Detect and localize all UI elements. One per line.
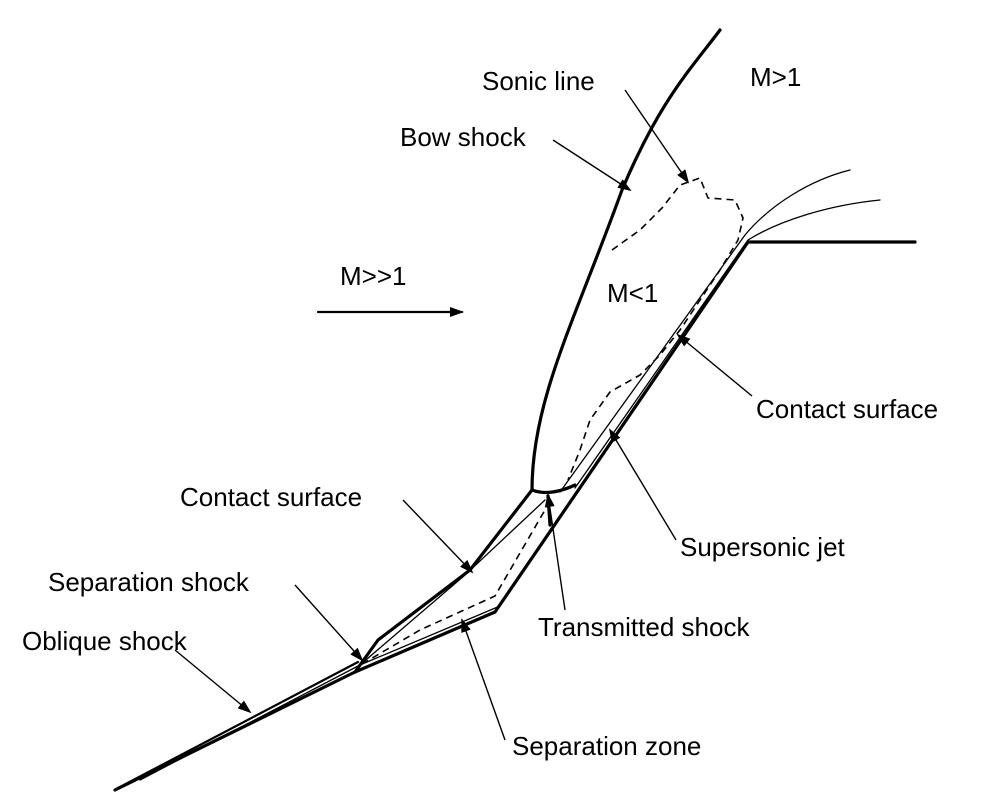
leader-contact-surface-right [676, 333, 753, 397]
supersonic-jet-line-2 [574, 199, 881, 489]
oblique-shock-line [116, 660, 360, 790]
label-transmitted-shock: Transmitted shock [538, 612, 750, 642]
leader-bow-shock [552, 139, 632, 192]
leader-separation-shock [294, 584, 364, 662]
leader-contact-surface-left [402, 499, 474, 574]
contact-surface-left-line [359, 499, 546, 666]
label-mach-upper: M>1 [750, 62, 801, 92]
transmitted-shock-line [530, 483, 577, 495]
wall-surface-outer [113, 240, 917, 792]
leader-oblique-shock [174, 649, 252, 714]
separation-zone-boundary [361, 509, 546, 665]
leader-supersonic-jet [608, 428, 677, 541]
wall-surface-inner [139, 247, 745, 781]
label-supersonic-jet: Supersonic jet [680, 532, 846, 562]
label-bow-shock: Bow shock [400, 122, 527, 152]
label-separation-zone: Separation zone [512, 731, 701, 761]
separation-shock-line [353, 488, 534, 674]
sonic-line-curve [567, 177, 744, 481]
bow-shock-line [530, 28, 722, 492]
label-freestream-mach: M>>1 [340, 261, 407, 291]
label-separation-shock: Separation shock [48, 567, 250, 597]
leader-sonic-line [624, 89, 690, 184]
supersonic-jet-line-1 [559, 169, 851, 493]
label-contact-surface-left: Contact surface [180, 482, 362, 512]
label-contact-surface-right: Contact surface [756, 394, 938, 424]
leader-separation-zone [461, 618, 506, 741]
leader-transmitted-shock [544, 493, 566, 611]
label-sonic-line: Sonic line [482, 66, 595, 96]
label-oblique-shock: Oblique shock [22, 626, 188, 656]
label-subsonic-mach: M<1 [607, 278, 658, 308]
